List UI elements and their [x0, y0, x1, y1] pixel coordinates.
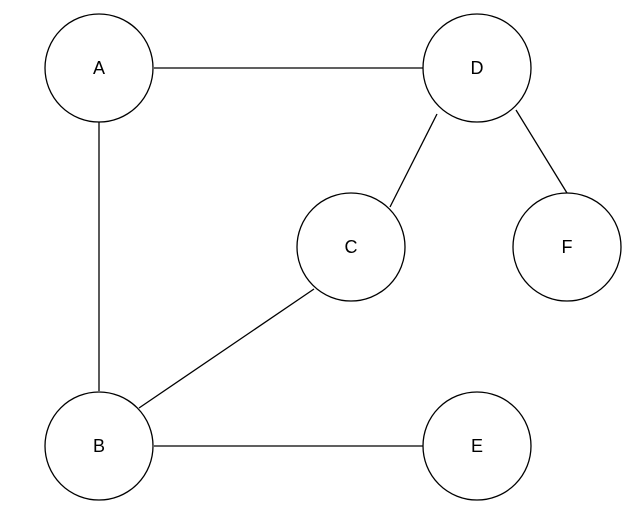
edge-c-b — [138, 288, 315, 409]
node-b: B — [44, 391, 154, 501]
node-c-circle — [296, 192, 406, 302]
edge-d-c — [389, 113, 438, 208]
node-f-circle — [512, 192, 622, 302]
node-e: E — [422, 391, 532, 501]
node-d-circle — [422, 13, 532, 123]
node-a: A — [44, 13, 154, 123]
node-f-label: F — [562, 237, 573, 257]
node-f: F — [512, 192, 622, 302]
node-c-label: C — [345, 237, 358, 257]
node-a-circle — [44, 13, 154, 123]
nodes-layer: A D C F B E — [44, 13, 622, 501]
node-a-label: A — [93, 58, 105, 78]
node-d: D — [422, 13, 532, 123]
edges-layer — [98, 67, 568, 447]
node-d-label: D — [471, 58, 484, 78]
node-c: C — [296, 192, 406, 302]
node-e-circle — [422, 391, 532, 501]
edge-d-f — [515, 109, 568, 194]
node-e-label: E — [471, 436, 483, 456]
node-b-circle — [44, 391, 154, 501]
node-b-label: B — [93, 436, 105, 456]
